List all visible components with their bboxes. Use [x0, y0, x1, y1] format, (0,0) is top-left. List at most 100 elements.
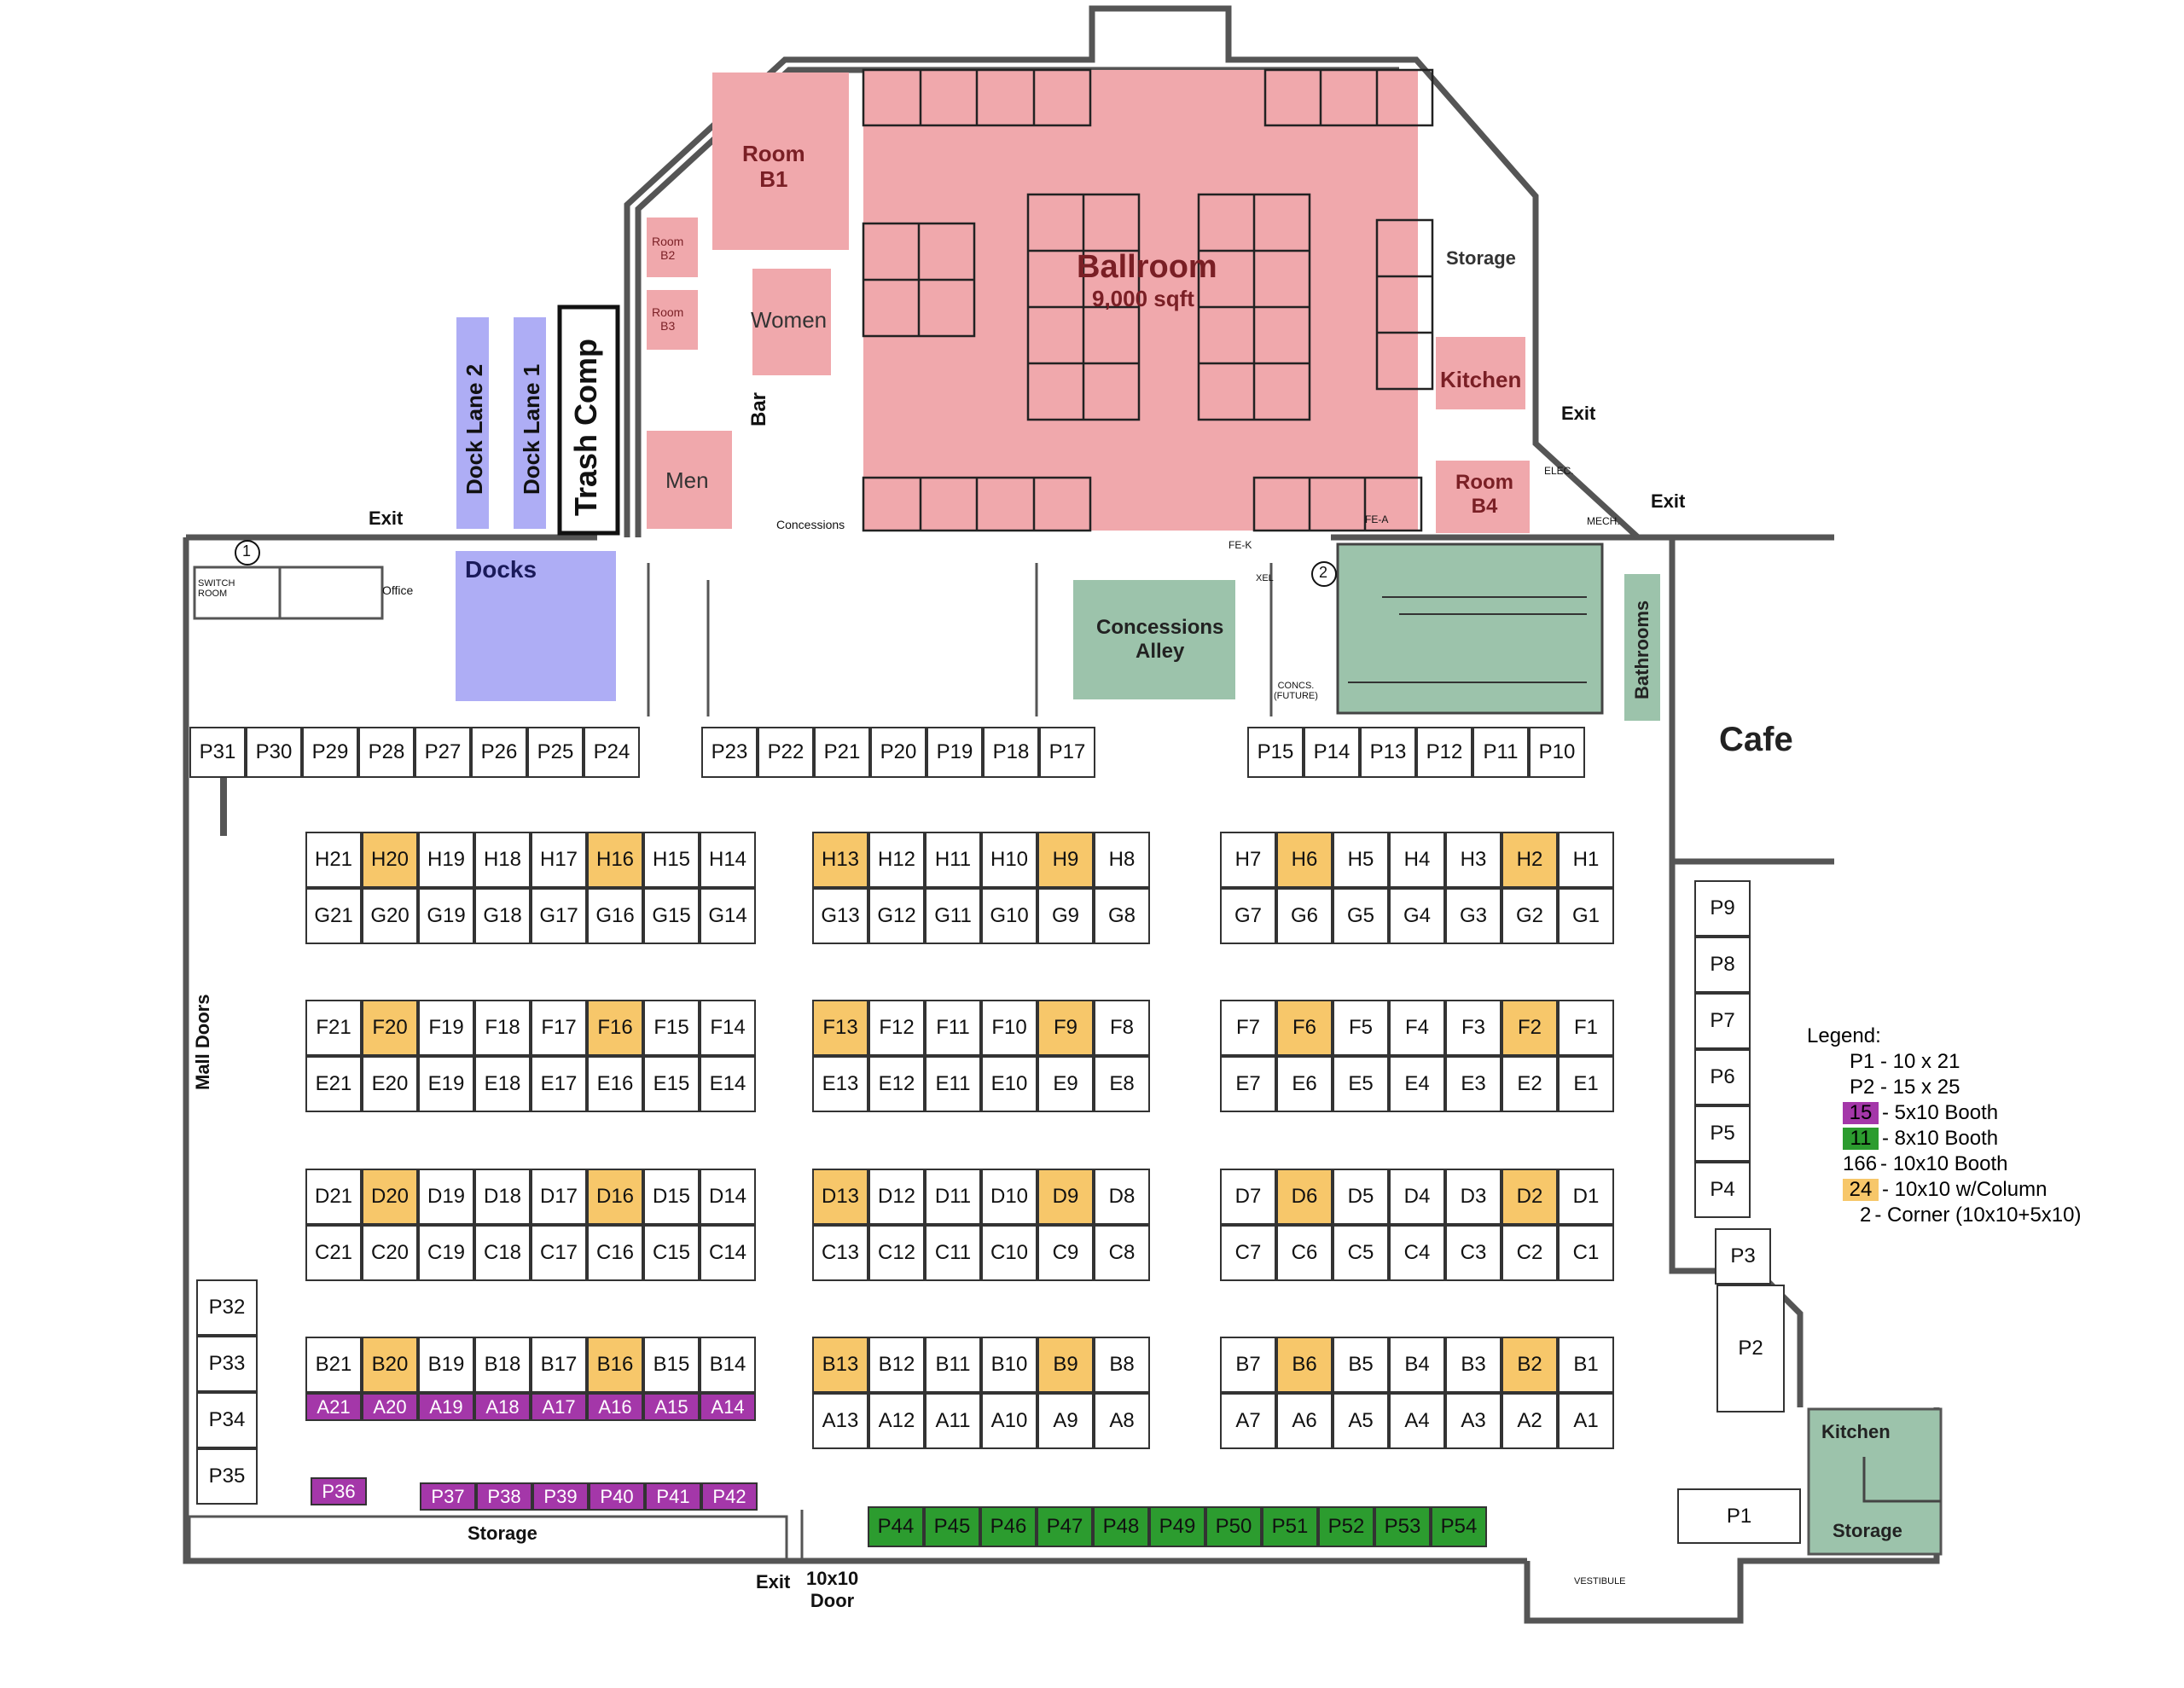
- booth-p42[interactable]: P42: [701, 1482, 758, 1511]
- booth-a14[interactable]: A14: [700, 1393, 756, 1421]
- booth-a3[interactable]: A3: [1445, 1393, 1502, 1449]
- booth-h16[interactable]: H16: [587, 832, 643, 888]
- booth-c1[interactable]: C1: [1558, 1225, 1614, 1281]
- booth-p23[interactable]: P23: [701, 727, 758, 778]
- booth-p35[interactable]: P35: [196, 1448, 258, 1505]
- booth-e15[interactable]: E15: [643, 1056, 700, 1112]
- booth-g3[interactable]: G3: [1445, 888, 1502, 944]
- booth-a2[interactable]: A2: [1502, 1393, 1558, 1449]
- booth-p47[interactable]: P47: [1037, 1506, 1093, 1547]
- booth-h17[interactable]: H17: [531, 832, 587, 888]
- booth-f5[interactable]: F5: [1333, 1000, 1389, 1056]
- booth-e9[interactable]: E9: [1037, 1056, 1094, 1112]
- booth-d9[interactable]: D9: [1037, 1169, 1094, 1225]
- booth-a7[interactable]: A7: [1220, 1393, 1276, 1449]
- booth-b18[interactable]: B18: [474, 1337, 531, 1393]
- booth-h6[interactable]: H6: [1276, 832, 1333, 888]
- booth-d16[interactable]: D16: [587, 1169, 643, 1225]
- booth-p15[interactable]: P15: [1247, 727, 1304, 778]
- booth-d14[interactable]: D14: [700, 1169, 756, 1225]
- booth-h18[interactable]: H18: [474, 832, 531, 888]
- booth-f4[interactable]: F4: [1389, 1000, 1445, 1056]
- booth-p19[interactable]: P19: [926, 727, 983, 778]
- booth-p13[interactable]: P13: [1360, 727, 1416, 778]
- booth-p27[interactable]: P27: [415, 727, 471, 778]
- booth-p51[interactable]: P51: [1262, 1506, 1318, 1547]
- booth-e2[interactable]: E2: [1502, 1056, 1558, 1112]
- booth-c6[interactable]: C6: [1276, 1225, 1333, 1281]
- booth-c12[interactable]: C12: [868, 1225, 925, 1281]
- booth-h5[interactable]: H5: [1333, 832, 1389, 888]
- booth-d1[interactable]: D1: [1558, 1169, 1614, 1225]
- booth-p38[interactable]: P38: [476, 1482, 532, 1511]
- booth-b17[interactable]: B17: [531, 1337, 587, 1393]
- booth-e18[interactable]: E18: [474, 1056, 531, 1112]
- booth-g17[interactable]: G17: [531, 888, 587, 944]
- booth-g5[interactable]: G5: [1333, 888, 1389, 944]
- booth-p50[interactable]: P50: [1205, 1506, 1262, 1547]
- booth-p1[interactable]: P1: [1677, 1488, 1801, 1544]
- booth-a5[interactable]: A5: [1333, 1393, 1389, 1449]
- booth-a15[interactable]: A15: [643, 1393, 700, 1421]
- booth-b1[interactable]: B1: [1558, 1337, 1614, 1393]
- booth-g15[interactable]: G15: [643, 888, 700, 944]
- booth-b13[interactable]: B13: [812, 1337, 868, 1393]
- booth-b12[interactable]: B12: [868, 1337, 925, 1393]
- booth-f3[interactable]: F3: [1445, 1000, 1502, 1056]
- booth-h2[interactable]: H2: [1502, 832, 1558, 888]
- booth-e16[interactable]: E16: [587, 1056, 643, 1112]
- booth-h13[interactable]: H13: [812, 832, 868, 888]
- booth-p8[interactable]: P8: [1694, 937, 1751, 993]
- booth-e3[interactable]: E3: [1445, 1056, 1502, 1112]
- booth-d7[interactable]: D7: [1220, 1169, 1276, 1225]
- booth-c9[interactable]: C9: [1037, 1225, 1094, 1281]
- booth-g1[interactable]: G1: [1558, 888, 1614, 944]
- booth-p54[interactable]: P54: [1431, 1506, 1487, 1547]
- booth-h4[interactable]: H4: [1389, 832, 1445, 888]
- booth-p10[interactable]: P10: [1529, 727, 1585, 778]
- booth-f19[interactable]: F19: [418, 1000, 474, 1056]
- booth-b2[interactable]: B2: [1502, 1337, 1558, 1393]
- booth-f8[interactable]: F8: [1094, 1000, 1150, 1056]
- booth-p53[interactable]: P53: [1374, 1506, 1431, 1547]
- booth-c20[interactable]: C20: [362, 1225, 418, 1281]
- booth-a11[interactable]: A11: [925, 1393, 981, 1449]
- booth-c16[interactable]: C16: [587, 1225, 643, 1281]
- booth-c8[interactable]: C8: [1094, 1225, 1150, 1281]
- booth-f18[interactable]: F18: [474, 1000, 531, 1056]
- booth-e6[interactable]: E6: [1276, 1056, 1333, 1112]
- booth-e10[interactable]: E10: [981, 1056, 1037, 1112]
- booth-g6[interactable]: G6: [1276, 888, 1333, 944]
- booth-g13[interactable]: G13: [812, 888, 868, 944]
- booth-a10[interactable]: A10: [981, 1393, 1037, 1449]
- booth-b4[interactable]: B4: [1389, 1337, 1445, 1393]
- booth-p25[interactable]: P25: [527, 727, 584, 778]
- booth-c5[interactable]: C5: [1333, 1225, 1389, 1281]
- booth-a18[interactable]: A18: [474, 1393, 531, 1421]
- booth-e19[interactable]: E19: [418, 1056, 474, 1112]
- booth-c10[interactable]: C10: [981, 1225, 1037, 1281]
- booth-p45[interactable]: P45: [924, 1506, 980, 1547]
- booth-f1[interactable]: F1: [1558, 1000, 1614, 1056]
- booth-b5[interactable]: B5: [1333, 1337, 1389, 1393]
- booth-a17[interactable]: A17: [531, 1393, 587, 1421]
- booth-p14[interactable]: P14: [1304, 727, 1360, 778]
- booth-p40[interactable]: P40: [589, 1482, 645, 1511]
- booth-c14[interactable]: C14: [700, 1225, 756, 1281]
- booth-g16[interactable]: G16: [587, 888, 643, 944]
- booth-d3[interactable]: D3: [1445, 1169, 1502, 1225]
- booth-c2[interactable]: C2: [1502, 1225, 1558, 1281]
- booth-h1[interactable]: H1: [1558, 832, 1614, 888]
- booth-h9[interactable]: H9: [1037, 832, 1094, 888]
- booth-d19[interactable]: D19: [418, 1169, 474, 1225]
- booth-p32[interactable]: P32: [196, 1279, 258, 1336]
- booth-d11[interactable]: D11: [925, 1169, 981, 1225]
- booth-h15[interactable]: H15: [643, 832, 700, 888]
- booth-p36[interactable]: P36: [311, 1477, 367, 1505]
- booth-p34[interactable]: P34: [196, 1392, 258, 1448]
- booth-a13[interactable]: A13: [812, 1393, 868, 1449]
- booth-c17[interactable]: C17: [531, 1225, 587, 1281]
- booth-d12[interactable]: D12: [868, 1169, 925, 1225]
- booth-g12[interactable]: G12: [868, 888, 925, 944]
- booth-p31[interactable]: P31: [189, 727, 246, 778]
